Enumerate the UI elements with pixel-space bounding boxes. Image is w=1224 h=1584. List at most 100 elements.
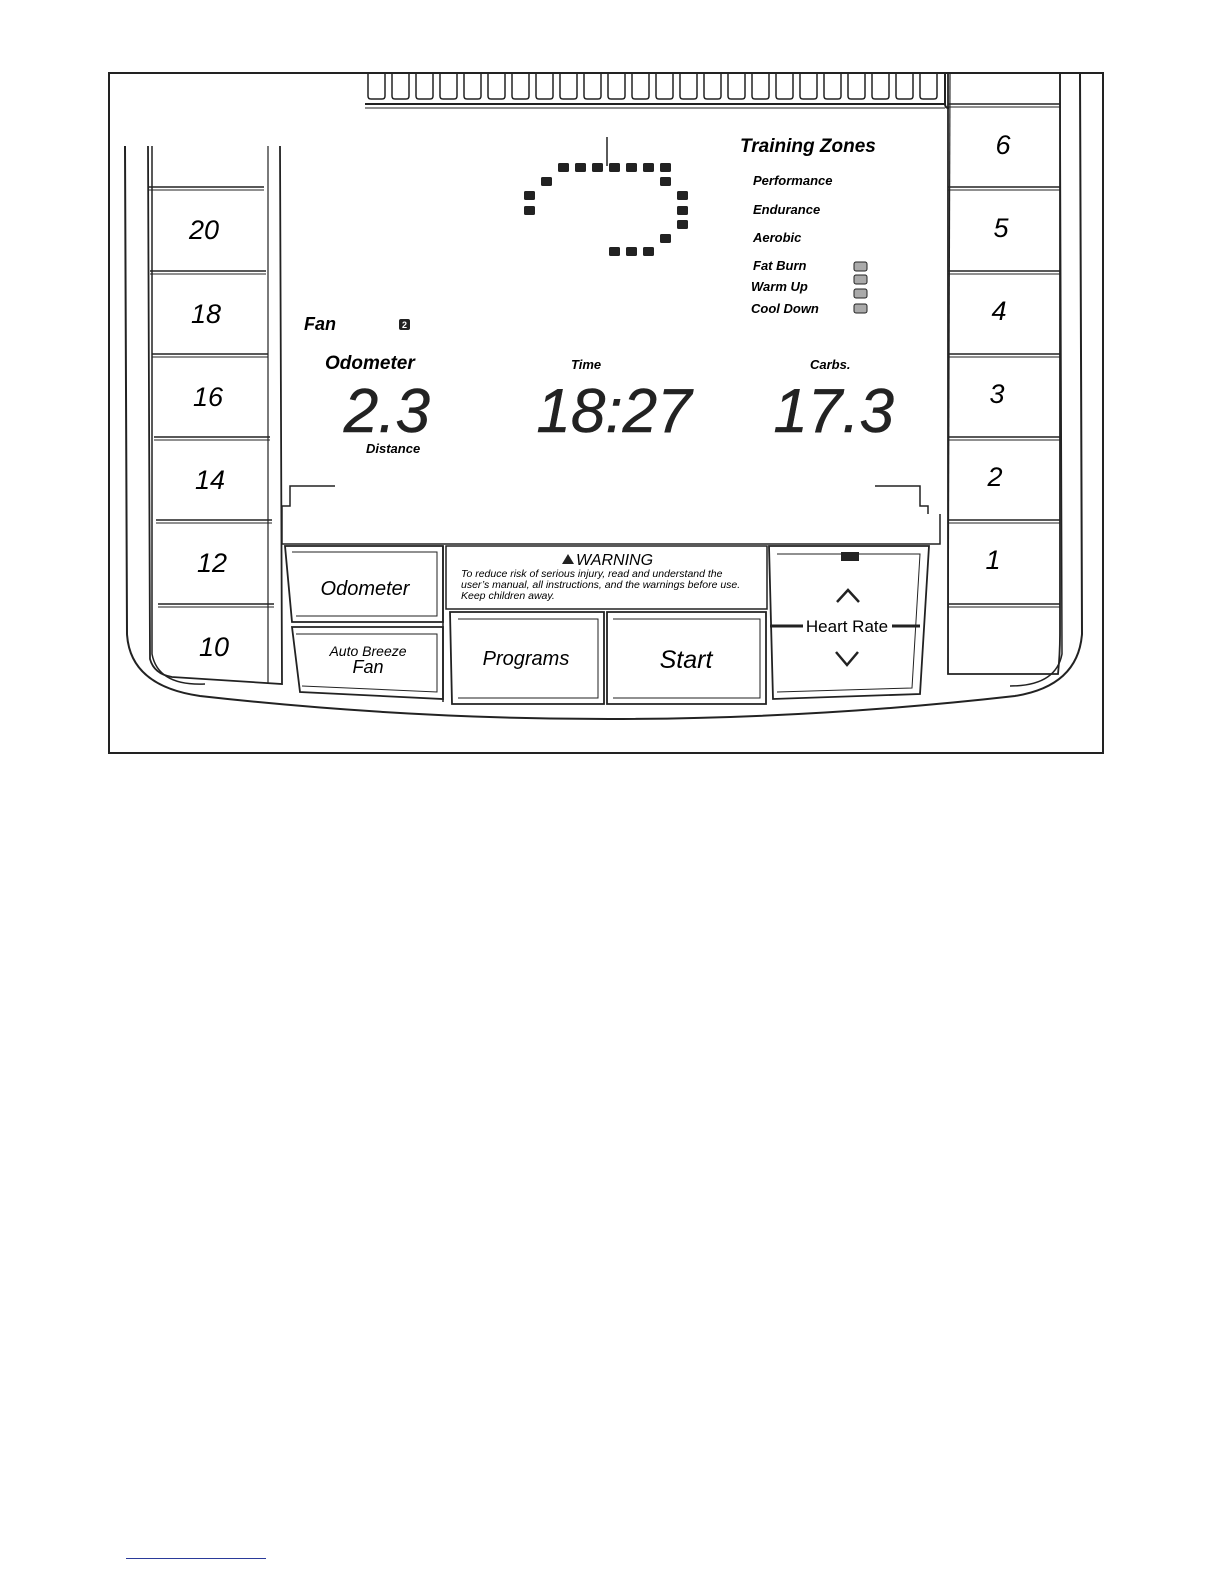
console-outline	[124, 74, 1084, 720]
auto-breeze-fan-button[interactable]: Auto Breeze Fan	[290, 626, 444, 700]
level-label-right-2: 4	[991, 296, 1006, 326]
warning-label: WARNING To reduce risk of serious injury…	[445, 545, 768, 610]
segment-cell	[487, 74, 506, 100]
segment-cell	[535, 74, 554, 100]
warning-triangle-icon	[562, 554, 574, 564]
track-led	[541, 177, 552, 186]
segment-cell	[751, 74, 770, 100]
level-label-left-2: 16	[193, 382, 224, 412]
fan-label: Fan	[304, 314, 336, 334]
odometer-button-label: Odometer	[321, 578, 411, 600]
footer-rule	[126, 1558, 266, 1559]
track-led	[660, 234, 671, 243]
track-indicator	[524, 163, 688, 256]
track-led	[660, 177, 671, 186]
segment-cell	[463, 74, 482, 100]
level-label-left-4: 12	[197, 548, 227, 578]
heart-rate-led	[841, 552, 859, 561]
level-label-right-0: 6	[995, 130, 1011, 160]
segment-cell	[559, 74, 578, 100]
console-diagram-frame: 20 18 16 14 12 10 6 5 4 3 2 1 Training Zones Perfo…	[108, 72, 1104, 754]
segment-cell	[511, 74, 530, 100]
level-label-left-0: 20	[188, 215, 219, 245]
zone-label-cool-down: Cool Down	[751, 301, 819, 316]
fan-level-icon	[399, 319, 410, 330]
console-panel: 20 18 16 14 12 10 6 5 4 3 2 1 Training Zones Perfo…	[124, 74, 1084, 720]
top-segment-strip	[367, 74, 938, 100]
warning-line-1: To reduce risk of serious injury, read a…	[461, 568, 723, 580]
fan-level-value: 2	[402, 320, 407, 330]
warning-line-2: user’s manual, all instructions, and the…	[461, 579, 740, 591]
warning-title: WARNING	[576, 552, 653, 569]
odometer-label: Odometer	[325, 353, 416, 374]
zone-label-fat-burn: Fat Burn	[753, 258, 807, 273]
auto-breeze-label: Auto Breeze	[328, 643, 406, 659]
start-button[interactable]: Start	[606, 611, 767, 705]
time-value: 18:27	[536, 377, 694, 446]
zone-label-aerobic: Aerobic	[752, 230, 802, 245]
zone-indicator-fat-burn	[853, 261, 868, 272]
zone-indicator-warm-up	[853, 274, 868, 285]
track-led	[677, 191, 688, 200]
start-button-label: Start	[660, 646, 714, 674]
level-label-right-1: 5	[993, 213, 1009, 243]
track-led	[626, 247, 637, 256]
carbs-value: 17.3	[773, 377, 894, 446]
heart-rate-control: Heart Rate	[768, 545, 930, 700]
track-led	[643, 247, 654, 256]
zone-label-warm-up: Warm Up	[751, 279, 808, 294]
segment-cell	[799, 74, 818, 100]
segment-cell	[583, 74, 602, 100]
segment-cell	[439, 74, 458, 100]
track-led	[643, 163, 654, 172]
level-label-left-1: 18	[191, 299, 221, 329]
segment-cell	[679, 74, 698, 100]
segment-cell	[775, 74, 794, 100]
segment-cell	[703, 74, 722, 100]
segment-cell	[871, 74, 890, 100]
level-label-right-5: 1	[985, 545, 1000, 575]
zone-indicator-cool-down	[853, 303, 868, 314]
heart-rate-up-icon[interactable]	[836, 588, 860, 603]
programs-button[interactable]: Programs	[449, 611, 605, 705]
segment-cell	[919, 74, 938, 100]
zone-label-performance: Performance	[753, 173, 832, 188]
track-led	[609, 163, 620, 172]
segment-cell	[847, 74, 866, 100]
distance-label: Distance	[366, 441, 420, 456]
segment-cell	[367, 74, 386, 100]
carbs-label: Carbs.	[810, 357, 850, 372]
level-label-right-3: 3	[989, 379, 1004, 409]
zone-label-endurance: Endurance	[753, 202, 820, 217]
zone-indicator-extra	[853, 288, 868, 299]
odometer-button[interactable]: Odometer	[284, 545, 444, 623]
track-led	[592, 163, 603, 172]
segment-cell	[823, 74, 842, 100]
segment-cell	[631, 74, 650, 100]
segment-cell	[655, 74, 674, 100]
track-led	[660, 163, 671, 172]
distance-value: 2.3	[343, 377, 430, 446]
segment-cell	[415, 74, 434, 100]
time-label: Time	[571, 357, 601, 372]
fan-button-label: Fan	[352, 657, 383, 677]
level-label-left-3: 14	[195, 465, 225, 495]
track-led	[524, 191, 535, 200]
segment-cell	[607, 74, 626, 100]
track-led	[677, 206, 688, 215]
track-led	[609, 247, 620, 256]
warning-line-3: Keep children away.	[461, 590, 555, 602]
track-led	[626, 163, 637, 172]
level-label-right-4: 2	[986, 462, 1002, 492]
segment-cell	[727, 74, 746, 100]
segment-cell	[895, 74, 914, 100]
segment-cell	[391, 74, 410, 100]
level-label-left-5: 10	[199, 632, 229, 662]
track-led	[558, 163, 569, 172]
track-led	[677, 220, 688, 229]
track-led	[524, 206, 535, 215]
programs-button-label: Programs	[483, 648, 570, 670]
track-led	[575, 163, 586, 172]
training-zones-title: Training Zones	[740, 136, 876, 157]
heart-rate-down-icon[interactable]	[835, 651, 859, 667]
